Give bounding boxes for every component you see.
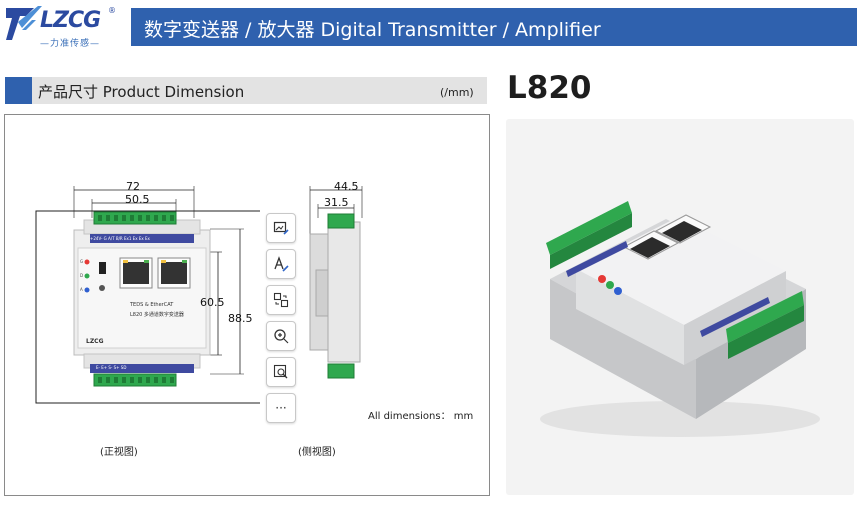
tag-line-1: TEDS & EtherCAT [130, 302, 174, 308]
model-name: L820 [507, 70, 592, 106]
page-title: 数字变送器 / 放大器 Digital Transmitter / Amplif… [144, 19, 601, 41]
tag-line-2: L820 多通道数字变送器 [130, 312, 184, 318]
logo [4, 4, 124, 48]
front-view-caption: (正视图) [100, 447, 138, 458]
header-bar [131, 8, 857, 46]
front-dim-88-5: 88.5 [228, 312, 253, 325]
led-label-d: D [80, 273, 84, 278]
front-brand-mark: LZCG [86, 338, 104, 345]
side-dim-31-5: 31.5 [324, 196, 349, 209]
zoom-in-button[interactable] [266, 321, 296, 351]
section-unit: (/mm) [440, 86, 474, 99]
more-button[interactable]: ··· [266, 393, 296, 423]
led-label-g: G [80, 259, 84, 264]
section-marker [5, 77, 32, 104]
image-edit-icon [273, 221, 289, 235]
front-dim-60-5: 60.5 [200, 296, 225, 309]
convert-button[interactable] [266, 285, 296, 315]
brand-reg: ® [108, 6, 116, 15]
product-photo-illustration [540, 201, 820, 437]
front-dim-72: 72 [126, 180, 140, 193]
side-dim-44-5: 44.5 [334, 180, 359, 193]
logo-mark-icon [6, 6, 42, 40]
text-annotate-button[interactable] [266, 249, 296, 279]
text-annotate-icon [274, 256, 289, 272]
image-edit-button[interactable] [266, 213, 296, 243]
section-title: 产品尺寸 Product Dimension [38, 83, 245, 101]
zoom-in-icon [274, 329, 289, 344]
product-photo [506, 119, 854, 495]
side-view-caption: (侧视图) [298, 447, 336, 458]
convert-icon [273, 292, 289, 308]
led-label-a: A [80, 287, 83, 292]
front-view-drawing [35, 186, 260, 404]
side-view-drawing [309, 186, 363, 379]
dimension-note: All dimensions： mm [368, 411, 474, 422]
image-search-icon [273, 364, 288, 379]
image-search-button[interactable] [266, 357, 296, 387]
image-toolbar: ··· [266, 213, 296, 423]
brand-subtitle: —力准传感— [40, 39, 101, 49]
section-bar [5, 77, 487, 104]
front-dim-50-5: 50.5 [125, 193, 150, 206]
terminal-top-label: +24V- G A/T B/R Ex1 Ex Ex Ex [90, 236, 150, 241]
brand-name: LZCG [40, 8, 101, 33]
terminal-bottom-label: E- E+ S- S+ SD [96, 365, 127, 370]
